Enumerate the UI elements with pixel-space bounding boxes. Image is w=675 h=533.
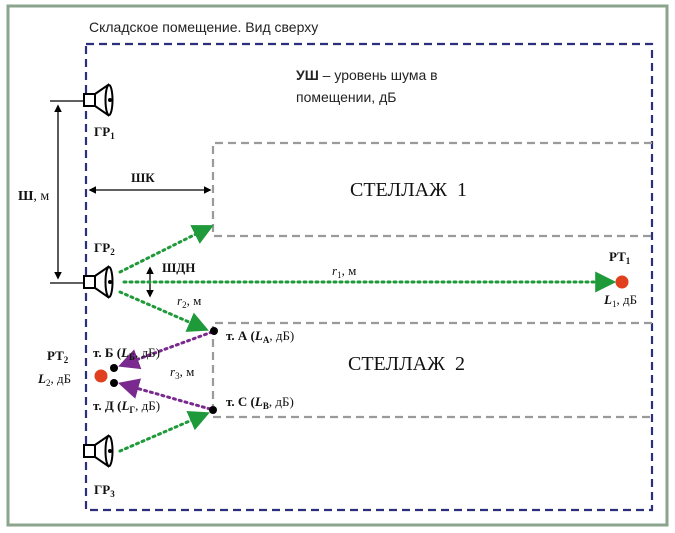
cone-width-label: ШДН	[162, 260, 195, 275]
point-b-marker	[110, 364, 118, 372]
workplace-2-label: РТ2	[47, 348, 69, 365]
path-gr2-to-point-a	[118, 290, 209, 332]
point-a-marker	[210, 327, 218, 335]
room-boundary	[84, 42, 654, 512]
rack-1-label: СТЕЛЛАЖ 1	[350, 179, 467, 201]
corridor-width-label: ШК	[131, 170, 155, 185]
outer-frame	[6, 4, 669, 527]
path-gr3-to-point-c	[118, 410, 210, 453]
width-label: Ш, м	[18, 189, 49, 204]
workplace-2-level: L2, дБ	[37, 371, 71, 388]
distance-r2-label: r2, м	[177, 293, 201, 310]
distance-r1-label: r1, м	[332, 263, 356, 280]
path-point-a-to-b	[118, 330, 214, 370]
path-gr2-to-rack1	[118, 225, 214, 274]
noise-level-abbr: УШ	[296, 67, 319, 83]
loudspeaker-2-label: ГР2	[94, 240, 115, 257]
workplace-1-marker	[615, 275, 629, 289]
noise-level-desc-line1: – уровень шума в	[319, 67, 438, 83]
point-c-marker	[209, 406, 217, 414]
loudspeaker-3-label: ГР3	[94, 482, 115, 499]
rack-1-outline	[211, 141, 652, 238]
rack-2-label: СТЕЛЛАЖ 2	[348, 353, 465, 375]
workplace-2-marker	[94, 369, 108, 383]
workplace-1-label: РТ1	[609, 249, 631, 266]
loudspeaker-1-label: ГР1	[94, 124, 115, 141]
point-a-label: т. А (LА, дБ)	[226, 328, 294, 345]
noise-level-note: УШ – уровень шума в	[296, 67, 438, 83]
rack-2-outline	[211, 321, 652, 419]
point-c-label: т. С (LВ, дБ)	[226, 394, 294, 411]
distance-r3-label: r3, м	[170, 364, 194, 381]
point-d-label: т. Д (LГ, дБ)	[93, 398, 160, 415]
path-point-c-to-d	[117, 378, 212, 411]
noise-level-desc-line2: помещении, дБ	[296, 89, 396, 105]
point-b-label: т. Б (LБ, дБ)	[93, 345, 160, 362]
room-caption: Складское помещение. Вид сверху	[89, 19, 318, 35]
workplace-1-level: L1, дБ	[603, 292, 637, 309]
point-d-marker	[110, 379, 118, 387]
